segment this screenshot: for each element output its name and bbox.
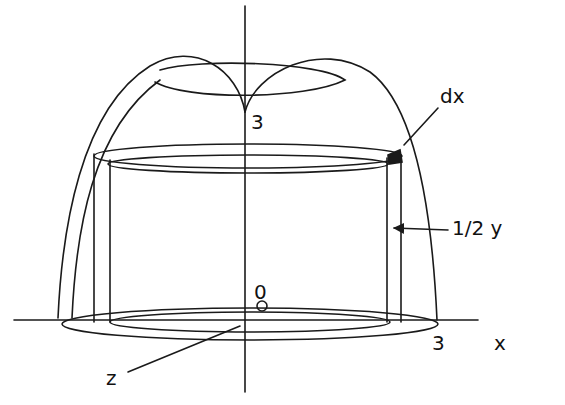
axis-name: x — [494, 333, 506, 353]
origin-mark — [257, 301, 267, 311]
dx-strip — [388, 150, 402, 164]
dome-right — [245, 59, 437, 320]
differential-label: dx — [440, 86, 465, 106]
dome-left — [58, 56, 245, 318]
base-ellipse — [62, 308, 438, 340]
shell-wall — [109, 160, 111, 322]
shell-wall — [386, 158, 388, 322]
axis-value: 3 — [251, 112, 264, 132]
top-ellipse — [155, 63, 345, 95]
shell-wall — [400, 155, 402, 322]
dome-inner-left — [72, 80, 160, 318]
leader-arrow — [394, 228, 448, 230]
leader-line — [128, 326, 240, 372]
axis-name: z — [106, 368, 117, 388]
leader-line — [404, 108, 438, 145]
base-ellipse-inner — [110, 312, 390, 332]
origin-label: 0 — [254, 282, 267, 302]
height-label: 1/2 y — [452, 218, 502, 238]
shell-top — [94, 144, 402, 168]
axis-value: 3 — [432, 333, 445, 353]
shell-top-inner — [108, 155, 388, 173]
x-axis — [14, 319, 478, 321]
shell-wall — [93, 154, 95, 322]
